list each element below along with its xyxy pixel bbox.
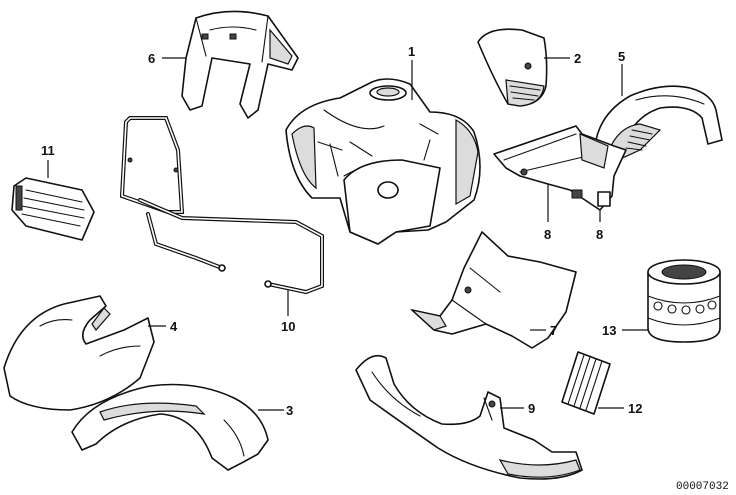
part-fuel-tank (285, 78, 481, 245)
callout-13: 13 (602, 323, 616, 338)
callout-11: 11 (41, 143, 55, 158)
part-tube-frame (119, 116, 324, 295)
part-side-panel (409, 231, 577, 349)
callout-4: 4 (170, 319, 178, 334)
part-grille (11, 177, 95, 241)
part-pad-strip (561, 351, 611, 415)
callout-8-right: 8 (596, 227, 603, 242)
part-small-cover (477, 28, 548, 107)
part-front-fender (3, 295, 155, 411)
diagram-reference-number: 00007032 (676, 481, 729, 493)
part-air-filter (647, 259, 721, 343)
callout-2: 2 (574, 51, 581, 66)
part-undertray (493, 125, 627, 211)
callout-7: 7 (550, 323, 557, 338)
callout-3: 3 (286, 403, 293, 418)
callout-12: 12 (628, 401, 642, 416)
part-windshield-bracket (181, 10, 299, 119)
callout-10: 10 (281, 319, 295, 334)
leader-lines (47, 57, 648, 411)
callout-8-left: 8 (544, 227, 551, 242)
callout-5: 5 (618, 49, 625, 64)
part-lower-fender (71, 383, 269, 471)
callout-6: 6 (148, 51, 155, 66)
callout-labels: 1 2 3 4 5 6 7 8 8 9 10 11 12 13 (41, 44, 642, 418)
part-belly-pan (355, 354, 583, 480)
callout-9: 9 (528, 401, 535, 416)
callout-1: 1 (408, 44, 415, 59)
